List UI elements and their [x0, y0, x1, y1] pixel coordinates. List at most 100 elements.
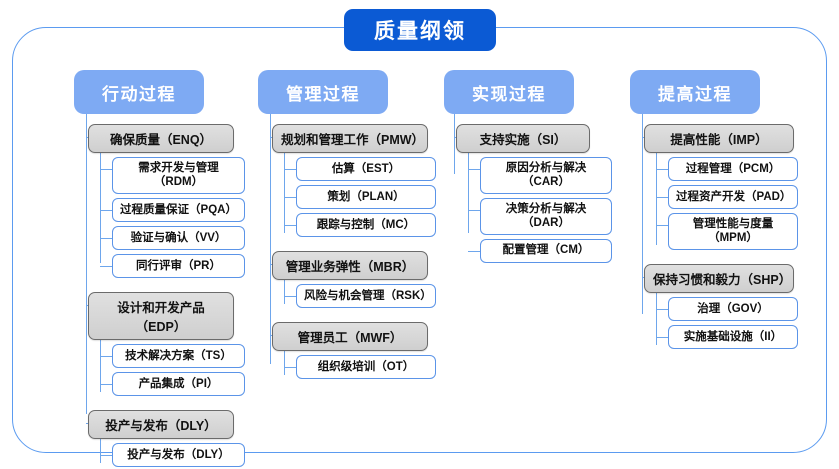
practice-area-box[interactable]: 组织级培训（OT） [296, 355, 436, 379]
group-box[interactable]: 确保质量（ENQ） [88, 124, 234, 153]
practice-area-box[interactable]: 治理（GOV） [668, 296, 798, 321]
child-connector [468, 209, 480, 212]
process-group: 规划和管理工作（PMW） 估算（EST） 策划（PLAN） 跟踪与控制（MC） [248, 124, 438, 237]
practice-area-box[interactable]: 产品集成（PI） [112, 371, 245, 396]
child-row: 风险与机会管理（RSK） [284, 284, 438, 308]
group-box[interactable]: 提高性能（IMP） [644, 124, 794, 153]
child-list: 原因分析与解决（CAR）决策分析与解决（DAR） 配置管理（CM） [468, 153, 612, 263]
child-row: 原因分析与解决（CAR） [468, 157, 612, 194]
child-spine [656, 292, 658, 345]
child-list: 过程管理（PCM） 过程资产开发（PAD） 管理性能与度量 （MPM） [656, 153, 804, 250]
practice-area-box[interactable]: 同行评审（PR） [112, 253, 245, 278]
practice-area-box[interactable]: 过程管理（PCM） [668, 157, 798, 181]
group-list: 规划和管理工作（PMW） 估算（EST） 策划（PLAN） 跟踪与控制（MC） 管理业务… [248, 124, 438, 379]
child-spine [284, 351, 286, 375]
child-row: 过程管理（PCM） [656, 157, 804, 181]
group-list: 提高性能（IMP） 过程管理（PCM） 过程资产开发（PAD） 管理性能与度量 （MP… [604, 124, 804, 349]
process-group: 支持实施（SI） 原因分析与解决（CAR）决策分析与解决（DAR） 配置管理（CM） [432, 124, 612, 263]
process-column-2: 管理过程规划和管理工作（PMW） 估算（EST） 策划（PLAN） 跟踪与控制（MC）… [248, 70, 438, 379]
child-spine [284, 280, 286, 304]
process-group: 保持习惯和毅力（SHP） 治理（GOV） 实施基础设施（II） [604, 263, 804, 349]
child-spine [656, 153, 658, 245]
column-spine-2 [270, 114, 272, 364]
child-row: 估算（EST） [284, 157, 438, 181]
child-row: 需求开发与管理（RDM） [100, 157, 254, 194]
child-connector [468, 250, 480, 252]
practice-area-box[interactable]: 估算（EST） [296, 157, 436, 181]
column-spine-1 [86, 114, 88, 414]
child-connector [100, 237, 112, 240]
child-list: 风险与机会管理（RSK） [284, 280, 438, 308]
child-connector [284, 225, 296, 227]
practice-area-box[interactable]: 技术解决方案（TS） [112, 343, 245, 368]
practice-area-box[interactable]: 配置管理（CM） [480, 238, 612, 263]
child-spine [100, 153, 102, 263]
process-group: 设计和开发产品（EDP） 技术解决方案（TS） 产品集成（PI） [64, 291, 254, 396]
practice-area-box[interactable]: 决策分析与解决（DAR） [480, 197, 612, 235]
practice-area-box[interactable]: 投产与发布（DLY） [112, 442, 245, 467]
child-row: 决策分析与解决（DAR） [468, 197, 612, 235]
child-spine [100, 339, 102, 392]
practice-area-box[interactable]: 管理性能与度量 （MPM） [668, 213, 798, 250]
practice-area-box[interactable]: 过程资产开发（PAD） [668, 185, 798, 209]
child-row: 验证与确认（VV） [100, 225, 254, 250]
column-header-3[interactable]: 实现过程 [444, 70, 574, 114]
group-box[interactable]: 支持实施（SI） [456, 124, 590, 153]
group-box[interactable]: 保持习惯和毅力（SHP） [644, 263, 794, 293]
child-connector [656, 225, 668, 227]
process-column-3: 实现过程支持实施（SI） 原因分析与解决（CAR）决策分析与解决（DAR） 配置管理… [432, 70, 612, 263]
column-header-4[interactable]: 提高过程 [630, 70, 760, 114]
child-connector [100, 383, 112, 386]
group-box[interactable]: 管理业务弹性（MBR） [272, 251, 428, 280]
process-column-4: 提高过程提高性能（IMP） 过程管理（PCM） 过程资产开发（PAD） 管理性能与度量… [604, 70, 804, 349]
child-row: 治理（GOV） [656, 296, 804, 321]
practice-area-box[interactable]: 实施基础设施（II） [668, 324, 798, 349]
child-connector [284, 169, 296, 171]
child-row: 过程资产开发（PAD） [656, 185, 804, 209]
process-group: 管理业务弹性（MBR） 风险与机会管理（RSK） [248, 251, 438, 308]
group-box[interactable]: 设计和开发产品（EDP） [88, 291, 234, 340]
column-header-1[interactable]: 行动过程 [74, 70, 204, 114]
column-spine-3 [454, 114, 456, 174]
child-connector [284, 296, 296, 298]
child-connector [100, 209, 112, 212]
child-row: 组织级培训（OT） [284, 355, 438, 379]
child-row: 过程质量保证（PQA） [100, 197, 254, 222]
practice-area-box[interactable]: 风险与机会管理（RSK） [296, 284, 436, 308]
child-spine [100, 438, 102, 463]
child-connector [656, 169, 668, 171]
practice-area-box[interactable]: 过程质量保证（PQA） [112, 197, 245, 222]
child-row: 配置管理（CM） [468, 238, 612, 263]
group-box[interactable]: 投产与发布（DLY） [88, 409, 234, 439]
child-row: 投产与发布（DLY） [100, 442, 254, 467]
process-group: 提高性能（IMP） 过程管理（PCM） 过程资产开发（PAD） 管理性能与度量 （MP… [604, 124, 804, 250]
child-list: 估算（EST） 策划（PLAN） 跟踪与控制（MC） [284, 153, 438, 237]
child-spine [468, 153, 470, 233]
child-connector [100, 265, 112, 268]
child-list: 组织级培训（OT） [284, 351, 438, 379]
child-connector [100, 454, 112, 457]
column-header-2[interactable]: 管理过程 [258, 70, 388, 114]
child-list: 投产与发布（DLY） [100, 438, 254, 467]
child-row: 同行评审（PR） [100, 253, 254, 278]
child-connector [656, 197, 668, 199]
practice-area-box[interactable]: 需求开发与管理（RDM） [112, 157, 245, 194]
practice-area-box[interactable]: 原因分析与解决（CAR） [480, 157, 612, 194]
child-spine [284, 153, 286, 233]
child-row: 实施基础设施（II） [656, 324, 804, 349]
group-box[interactable]: 管理员工（MWF） [272, 322, 428, 351]
group-list: 支持实施（SI） 原因分析与解决（CAR）决策分析与解决（DAR） 配置管理（CM） [432, 124, 612, 263]
child-connector [656, 336, 668, 339]
column-spine-4 [642, 114, 644, 314]
child-connector [656, 308, 668, 311]
process-column-1: 行动过程确保质量（ENQ） 需求开发与管理（RDM） 过程质量保证（PQA） 验证与确… [64, 70, 254, 467]
process-group: 投产与发布（DLY） 投产与发布（DLY） [64, 409, 254, 467]
group-box[interactable]: 规划和管理工作（PMW） [272, 124, 428, 153]
child-connector [100, 169, 112, 171]
practice-area-box[interactable]: 验证与确认（VV） [112, 225, 245, 250]
child-connector [100, 355, 112, 358]
child-row: 策划（PLAN） [284, 185, 438, 209]
practice-area-box[interactable]: 跟踪与控制（MC） [296, 213, 436, 237]
practice-area-box[interactable]: 策划（PLAN） [296, 185, 436, 209]
child-list: 需求开发与管理（RDM） 过程质量保证（PQA） 验证与确认（VV） 同行评审（PR） [100, 153, 254, 278]
